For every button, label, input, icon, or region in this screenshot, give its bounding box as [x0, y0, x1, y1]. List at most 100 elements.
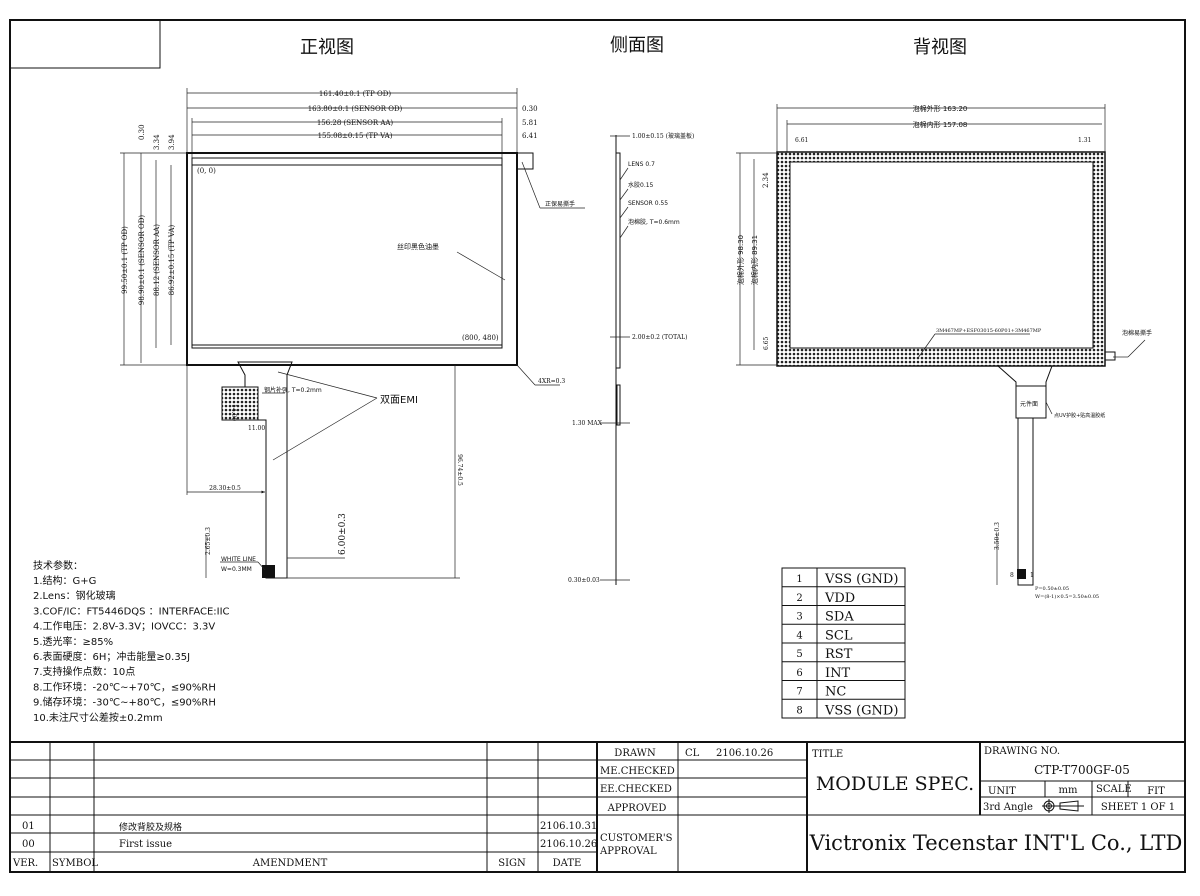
header-amendment: AMENDMENT [252, 858, 328, 869]
drawing-no-label: DRAWING NO. [984, 746, 1060, 757]
front-view-area [191, 164, 503, 346]
pull-tab [516, 152, 534, 170]
dim-tail-length: 96.74±0.5 [456, 454, 463, 486]
tech-params-title: 技术参数： [33, 559, 83, 572]
back-callout-tab: 泡棉易撕手 [1122, 329, 1152, 337]
drawn-date: 2106.10.26 [716, 748, 773, 759]
header-sign: SIGN [498, 858, 526, 869]
unit-label: UNIT [988, 786, 1016, 797]
dim-350: 3.50±0.3 [994, 522, 1001, 550]
side-view: 1.00±0.15 (玻璃盖板) LENS 0.7 水胶0.15 SENSOR … [568, 132, 694, 585]
back-view-title: 背视图 [913, 37, 967, 58]
dim-665: 6.65 [763, 336, 770, 350]
pin-signal: VSS (GND) [824, 703, 898, 718]
component-side-label: 元件面 [1020, 400, 1038, 408]
pin-signal: VSS (GND) [824, 572, 898, 587]
rev-amendment-01: 修改背胶及规格 [119, 821, 182, 833]
foam-inner-opening [789, 161, 1094, 349]
pin-signal: INT [825, 666, 851, 681]
dim-back-left: 6.61 [795, 137, 808, 144]
scale-label: SCALE [1096, 784, 1132, 795]
side-dim-total: 2.00±0.2 (TOTAL) [632, 334, 687, 341]
pin-number: 8 [796, 705, 802, 716]
unit-value: mm [1059, 785, 1078, 796]
third-angle-projection-icon [1042, 799, 1084, 813]
dim-6mm: 6.00±0.3 [338, 513, 348, 555]
pin-number: 6 [796, 668, 802, 679]
dim-sensor-aa-height: 88.12 (SENSOR AA) [153, 224, 161, 296]
dim-030-right: 0.30 [522, 105, 538, 113]
back-pull-tab [1104, 351, 1116, 361]
revision-table: 01 修改背胶及规格 2106.10.31 00 First issue 210… [10, 741, 1185, 872]
dim-234: 2.34 [762, 172, 770, 188]
me-checked-label: ME.CHECKED [600, 766, 675, 777]
title-label: TITLE [812, 749, 843, 760]
pin-number: 1 [796, 574, 802, 585]
tech-param-item: 10.未注尺寸公差按±0.2mm [33, 711, 163, 724]
dim-foam-inner-width: 泡棉内形 157.08 [913, 120, 968, 129]
pin-label-8: 8 [1010, 572, 1014, 579]
pin-label-1: 1 [1030, 572, 1034, 579]
tech-param-item: 8.工作环境：-20℃~+70℃，≤90%RH [33, 680, 216, 693]
dim-tp-va-width: 155.08±0.15 (TP VA) [318, 132, 393, 140]
dim-641: 6.41 [522, 132, 538, 140]
dim-tail-offset: 28.30±0.5 [209, 485, 241, 492]
pin-signal: SCL [825, 628, 853, 643]
resolution-label: (800, 480) [462, 334, 499, 342]
side-foam: 泡棉胶, T=0.6mm [628, 218, 680, 226]
dim-sensor-od-height: 98.90±0.1 (SENSOR OD) [138, 215, 146, 305]
emi-stiffener [221, 386, 259, 421]
tech-param-item: 2.Lens：钢化玻璃 [33, 589, 116, 602]
pin-signal: RST [825, 647, 853, 662]
drawing-number: CTP-T700GF-05 [1034, 763, 1130, 777]
side-dim-fpc: 1.30 MAX [572, 420, 603, 427]
dim-tp-va-height: 86.92±0.15 (TP VA) [168, 225, 176, 296]
approvals-block: DRAWN CL 2106.10.26 ME.CHECKED EE.CHECKE… [597, 742, 808, 872]
dim-030-left: 0.30 [138, 124, 146, 140]
sheet-number: SHEET 1 OF 1 [1101, 802, 1175, 813]
tech-param-item: 9.储存环境：-30℃~+80℃，≤90%RH [33, 696, 216, 709]
tech-param-item: 5.透光率：≥85% [33, 635, 113, 648]
pin-signal: SDA [825, 610, 854, 625]
callout-corner-radius: 4XR=0.3 [538, 378, 565, 385]
callout-double-emi: 双面EMI [380, 394, 418, 406]
side-stack [615, 152, 621, 369]
callout-pull-tab: 正保易撕手 [545, 200, 575, 208]
callout-ink: 丝印黑色油墨 [397, 242, 439, 251]
pin-number: 4 [796, 630, 802, 641]
dim-sensor-aa-width: 156.28 (SENSOR AA) [317, 119, 394, 127]
ee-checked-label: EE.CHECKED [600, 784, 672, 795]
drawing-title: MODULE SPEC. [816, 773, 974, 795]
dim-tp-od-width: 161.40±0.1 (TP OD) [319, 90, 391, 98]
side-sensor: SENSOR 0.55 [628, 200, 668, 207]
tech-param-item: 1.结构：G+G [33, 574, 96, 587]
front-sensor-outline [191, 157, 503, 349]
tech-param-item: 4.工作电压：2.8V-3.3V；IOVCC：3.3V [33, 620, 215, 633]
header-date: DATE [553, 858, 582, 869]
approved-label: APPROVED [607, 803, 667, 814]
foam-spec: 3M467MP+ESF03015-60P01+3M467MP [936, 328, 1042, 334]
front-view: 161.40±0.1 (TP OD) 163.80±0.1 (SENSOR OD… [120, 88, 585, 579]
front-panel-outline [186, 152, 518, 366]
white-line-label: WHITE LINE [221, 556, 256, 563]
rev-date-00: 2106.10.26 [540, 839, 597, 850]
pin-number: 3 [796, 612, 802, 623]
dim-sensor-od-width: 163.80±0.1 (SENSOR OD) [308, 105, 403, 113]
title-block: TITLE MODULE SPEC. DRAWING NO. CTP-T700G… [809, 742, 1185, 855]
pin-number: 2 [796, 593, 802, 604]
back-fpc-tail [996, 365, 1053, 586]
side-lens: LENS 0.7 [628, 161, 655, 168]
customer-approval-label-1: CUSTOMER'S [600, 833, 673, 844]
front-view-title: 正视图 [300, 37, 354, 58]
pin-signal: VDD [824, 591, 855, 606]
dim-back-right: 1.31 [1078, 137, 1091, 144]
pin-signal: NC [825, 685, 846, 700]
dim-pin-width: W=(8-1)×0.5=3.50±0.05 [1035, 593, 1099, 600]
side-view-title: 侧面图 [610, 35, 664, 56]
scale-value: FIT [1147, 786, 1165, 797]
dim-tp-od-height: 99.50±0.1 (TP OD) [121, 226, 129, 294]
tech-params: 技术参数： 1.结构：G+G2.Lens：钢化玻璃3.COF/IC：FT5446… [33, 559, 230, 724]
origin-label: (0, 0) [197, 167, 216, 175]
